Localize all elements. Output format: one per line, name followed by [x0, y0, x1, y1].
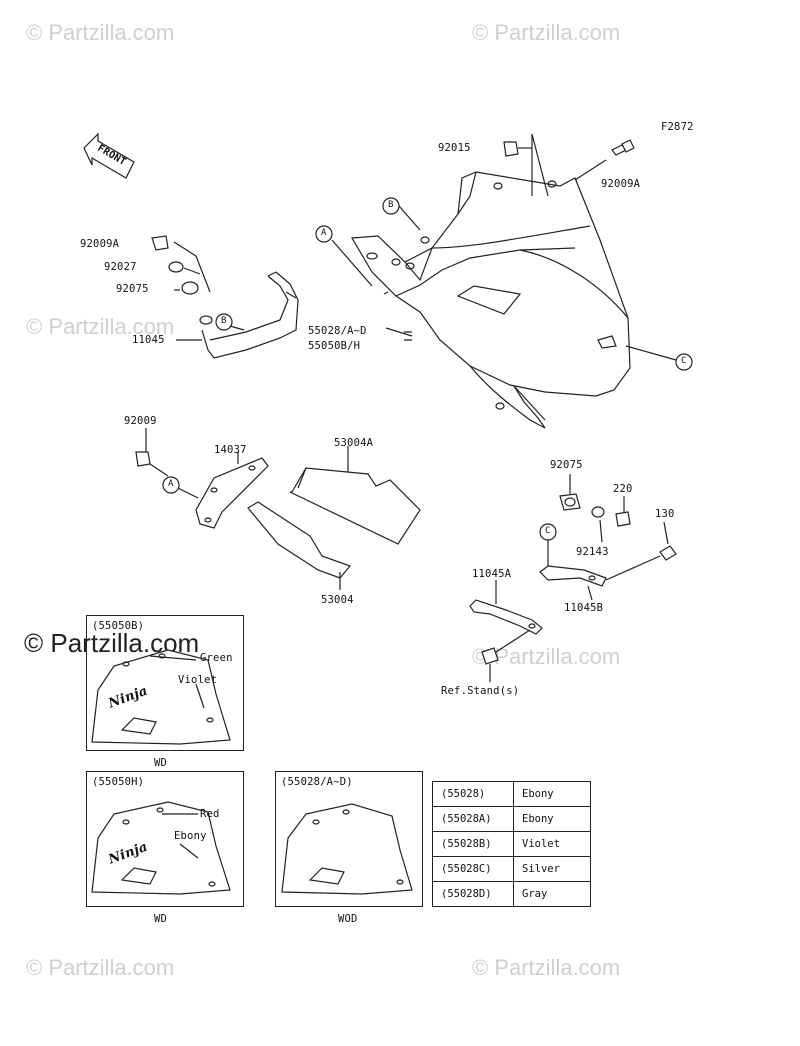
- part-label-220: 220: [613, 483, 633, 495]
- watermark: © Partzilla.com: [26, 314, 175, 339]
- bolt-stand-part: [481, 647, 499, 665]
- callout-c-right: [675, 353, 693, 371]
- callout-a-mid: [162, 476, 180, 494]
- inset-55050B-color1: Green: [200, 652, 233, 664]
- bolt-92009A-top-part: [611, 139, 635, 156]
- part-label-53004: 53004: [321, 594, 354, 606]
- table-cell-code: (55028D): [432, 881, 514, 907]
- watermark: © Partzilla.com: [26, 20, 175, 45]
- table-cell-color: Ebony: [513, 781, 591, 807]
- table-cell-code: (55028A): [432, 806, 514, 832]
- part-label-ref-stand: Ref.Stand(s): [441, 685, 520, 697]
- table-row: (55028D) Gray: [432, 881, 591, 907]
- table-row: (55028A) Ebony: [432, 806, 591, 832]
- table-row: (55028C) Silver: [432, 856, 591, 882]
- part-label-92009A-left: 92009A: [80, 238, 120, 250]
- washer-92143-part: [591, 506, 605, 518]
- part-label-11045: 11045: [132, 334, 165, 346]
- watermark: © Partzilla.com: [26, 955, 175, 980]
- watermark: © Partzilla.com: [472, 955, 621, 980]
- lower-cowling-part: [350, 171, 631, 429]
- part-label-53004A: 53004A: [334, 437, 374, 449]
- table-cell-color: Silver: [513, 856, 591, 882]
- part-label-55050: 55050B/H: [308, 340, 361, 352]
- part-label-130: 130: [655, 508, 675, 520]
- inset-55050B-color2: Violet: [178, 674, 218, 686]
- bolt-130-part: [659, 545, 677, 561]
- part-label-55028: 55028/A~D: [308, 325, 367, 337]
- inset-55050H-color2: Ebony: [174, 830, 207, 842]
- callout-b-top-letter: B: [388, 200, 394, 210]
- bracket-11045A-part: [469, 599, 543, 635]
- panel-53004A-part: [289, 467, 421, 545]
- part-label-92009: 92009: [124, 415, 157, 427]
- bracket-14037-part: [195, 457, 269, 529]
- watermark: © Partzilla.com: [472, 20, 621, 45]
- grommet-92075-right-part: [559, 493, 581, 511]
- table-cell-color: Gray: [513, 881, 591, 907]
- inset-55028-caption: WOD: [338, 913, 358, 925]
- front-arrow-icon: [83, 132, 135, 179]
- callout-b-left: [215, 313, 233, 331]
- diagram-id: F2872: [661, 121, 694, 133]
- table-row: (55028B) Violet: [432, 831, 591, 857]
- grommet-92075-left-part: [181, 281, 199, 295]
- bracket-11045-part: [199, 271, 299, 359]
- part-label-92075-left: 92075: [116, 283, 149, 295]
- inset-55050H-shape: [91, 801, 231, 895]
- callout-a-mid-letter: A: [168, 479, 174, 489]
- table-cell-color: Ebony: [513, 806, 591, 832]
- part-label-11045A: 11045A: [472, 568, 512, 580]
- clip-92015-part: [503, 141, 519, 157]
- part-label-92075-right: 92075: [550, 459, 583, 471]
- inset-55050H-color1: Red: [200, 808, 220, 820]
- callout-c-right-letter: C: [681, 356, 687, 366]
- table-cell-code: (55028B): [432, 831, 514, 857]
- color-code-table: (55028) Ebony (55028A) Ebony (55028B) Vi…: [432, 781, 591, 907]
- inset-55050H-code: (55050H): [92, 776, 145, 788]
- collar-92027-part: [168, 261, 184, 273]
- nut-220-part: [615, 511, 631, 527]
- inset-55028-code: (55028/A~D): [281, 776, 353, 788]
- part-label-92027: 92027: [104, 261, 137, 273]
- callout-a-top: [315, 225, 333, 243]
- callout-a-top-letter: A: [321, 228, 327, 238]
- inset-55050B-shape: [91, 649, 231, 745]
- bolt-92009-part: [135, 451, 151, 467]
- inset-box-55050B: [86, 615, 244, 751]
- callout-c-mid-letter: C: [545, 526, 551, 536]
- table-row: (55028) Ebony: [432, 781, 591, 807]
- callout-b-left-letter: B: [221, 316, 227, 326]
- inset-55028-shape: [281, 803, 413, 895]
- part-label-92143: 92143: [576, 546, 609, 558]
- inset-55050H-caption: WD: [154, 913, 168, 925]
- bolt-92009A-left-part: [151, 235, 169, 251]
- inset-box-55028: [275, 771, 423, 907]
- part-label-92015: 92015: [438, 142, 471, 154]
- table-cell-code: (55028): [432, 781, 514, 807]
- part-label-14037: 14037: [214, 444, 247, 456]
- part-label-11045B: 11045B: [564, 602, 604, 614]
- inset-box-55050H: [86, 771, 244, 907]
- inset-55050B-code: (55050B): [92, 620, 145, 632]
- table-cell-color: Violet: [513, 831, 591, 857]
- callout-c-mid: [539, 523, 557, 541]
- inset-55050B-caption: WD: [154, 757, 168, 769]
- panel-53004-part: [247, 501, 352, 579]
- bracket-11045B-part: [539, 565, 607, 587]
- table-cell-code: (55028C): [432, 856, 514, 882]
- part-label-92009A-top: 92009A: [601, 178, 641, 190]
